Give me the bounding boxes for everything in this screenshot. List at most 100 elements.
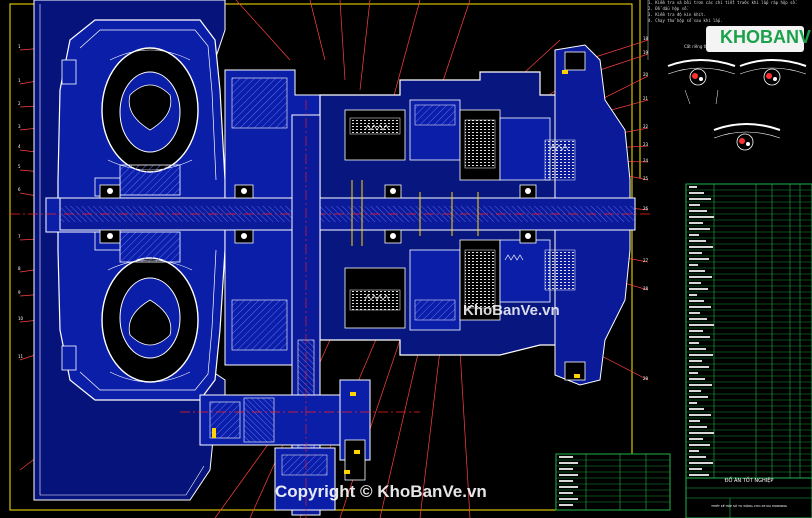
svg-text:29: 29 — [643, 376, 649, 381]
svg-text:5: 5 — [18, 164, 21, 169]
svg-text:7: 7 — [18, 234, 21, 239]
detail-view-label: Cắt riêng theo A — [684, 44, 717, 49]
table-cell-text — [689, 276, 712, 278]
title-block-subtitle: THIẾT KẾ HỘP SỐ TỰ ĐỘNG CHO XE KIA MORNI… — [711, 504, 787, 508]
svg-text:25: 25 — [643, 176, 649, 181]
table-cell-text — [689, 336, 710, 338]
revision-cell-text — [559, 474, 578, 476]
table-cell-text — [689, 318, 707, 320]
table-cell-text — [689, 300, 704, 302]
table-cell-text — [689, 414, 711, 416]
table-cell-text — [689, 432, 714, 434]
svg-text:3: 3 — [18, 124, 21, 129]
table-cell-text — [689, 270, 705, 272]
site-logo-text: KHOBANVE — [720, 27, 812, 47]
watermark-center: KhoBanVe.vn — [463, 302, 560, 319]
table-cell-text — [689, 264, 698, 266]
technical-notes: 1. Kiểm tra và bôi trơn các chi tiết trư… — [648, 0, 797, 24]
table-cell-text — [689, 396, 708, 398]
table-cell-text — [689, 234, 699, 236]
table-cell-text — [689, 360, 702, 362]
svg-text:8: 8 — [18, 266, 21, 271]
revision-cell-text — [559, 480, 573, 482]
table-cell-text — [689, 390, 701, 392]
table-cell-text — [689, 324, 714, 326]
table-cell-text — [689, 252, 702, 254]
parts-list-rows — [686, 183, 812, 476]
table-cell-text — [689, 366, 709, 368]
svg-text:24: 24 — [643, 158, 649, 163]
svg-text:9: 9 — [18, 290, 21, 295]
clutch-pack-lower — [344, 239, 576, 331]
table-cell-text — [689, 348, 706, 350]
return-springs — [364, 124, 569, 301]
bearing-balls — [107, 188, 531, 239]
table-cell-text — [689, 474, 709, 476]
revision-cell-text — [559, 498, 578, 500]
table-cell-text — [689, 450, 699, 452]
table-cell-text — [689, 198, 711, 200]
table-cell-text — [689, 294, 697, 296]
table-cell-text — [689, 402, 697, 404]
revision-cell-text — [559, 492, 573, 494]
table-cell-text — [689, 372, 698, 374]
table-cell-text — [689, 228, 710, 230]
table-cell-text — [689, 204, 700, 206]
table-cell-text — [689, 192, 704, 194]
table-cell-text — [689, 186, 697, 188]
detail-views — [667, 59, 807, 151]
svg-text:1: 1 — [18, 44, 21, 49]
note-1: 1. Kiểm tra và bôi trơn các chi tiết trư… — [648, 0, 798, 5]
svg-text:28: 28 — [643, 286, 649, 291]
svg-text:11: 11 — [18, 354, 24, 359]
svg-text:19: 19 — [643, 50, 649, 55]
svg-text:27: 27 — [643, 258, 649, 263]
watermark-copyright: Copyright © KhoBanVe.vn — [275, 482, 487, 501]
table-cell-text — [689, 282, 701, 284]
parts-list-table — [685, 183, 812, 481]
table-cell-text — [689, 258, 709, 260]
table-cell-text — [689, 288, 708, 290]
table-cell-text — [689, 210, 707, 212]
table-cell-text — [689, 408, 704, 410]
svg-text:20: 20 — [643, 72, 649, 77]
table-cell-text — [689, 330, 703, 332]
table-cell-text — [689, 246, 713, 248]
table-cell-text — [689, 462, 713, 464]
site-logo[interactable] — [706, 26, 804, 52]
table-cell-text — [689, 342, 699, 344]
table-cell-text — [689, 438, 703, 440]
revision-cell-text — [559, 468, 573, 470]
svg-text:21: 21 — [643, 96, 649, 101]
revision-cell-text — [559, 462, 578, 464]
svg-text:22: 22 — [643, 124, 649, 129]
revision-cell-text — [559, 504, 573, 506]
note-4: 4. Chạy thử hộp số sau khi lắp. — [648, 18, 723, 23]
table-cell-text — [689, 468, 702, 470]
revision-table-rows — [556, 453, 670, 506]
table-cell-text — [689, 306, 711, 308]
table-cell-text — [689, 444, 710, 446]
svg-text:6: 6 — [18, 187, 21, 192]
svg-text:23: 23 — [643, 142, 649, 147]
table-cell-text — [689, 312, 700, 314]
revision-cell-text — [559, 456, 573, 458]
table-cell-text — [689, 384, 712, 386]
revision-cell-text — [559, 486, 578, 488]
note-2: 2. Đổ dầu hộp số. — [648, 6, 689, 11]
svg-text:10: 10 — [18, 316, 24, 321]
table-cell-text — [689, 378, 705, 380]
table-cell-text — [689, 240, 706, 242]
table-cell-text — [689, 354, 713, 356]
table-cell-text — [689, 216, 714, 218]
svg-text:26: 26 — [643, 206, 649, 211]
table-cell-text — [689, 222, 703, 224]
table-cell-text — [689, 420, 700, 422]
clutch-pack-upper — [344, 99, 576, 181]
output-gear-assembly — [199, 379, 371, 511]
title-block-heading: ĐỒ ÁN TỐT NGHIỆP — [724, 478, 774, 484]
